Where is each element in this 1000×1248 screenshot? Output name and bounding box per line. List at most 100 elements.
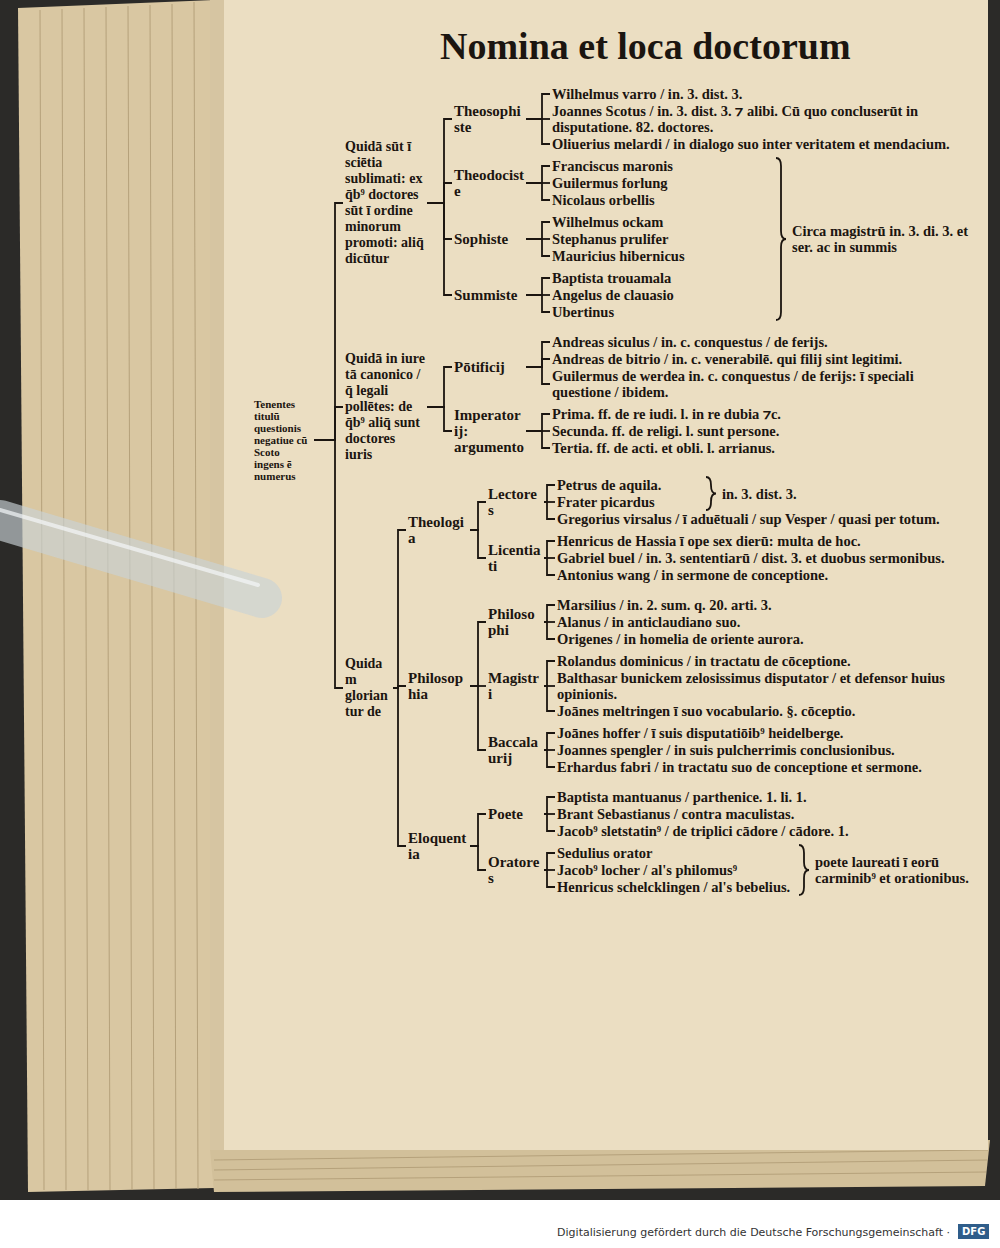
entry-text: Brant Sebastianus / contra maculistas. xyxy=(557,806,973,822)
bracket-connector xyxy=(393,688,406,846)
bracket-connector xyxy=(427,407,452,431)
bracket-connector xyxy=(544,485,555,502)
bracket-connector xyxy=(544,750,555,767)
bracket-connector xyxy=(427,367,452,407)
entry-text: Secunda. ff. de religi. l. sunt persone. xyxy=(552,423,973,439)
doctor-entry: Guilermus de werdea in. c. conquestus / … xyxy=(550,368,975,400)
entry-text: Erhardus fabri / in tractatu suo de conc… xyxy=(557,759,973,775)
doctor-entry: Nicolaus orbellis xyxy=(550,192,765,208)
bracket-connector xyxy=(526,239,550,256)
category-label: Lectores xyxy=(486,486,544,518)
doctor-entry: Wilhelmus varro / in. 3. dist. 3. xyxy=(550,86,975,102)
entry-text: Theologia xyxy=(408,514,468,546)
footer-band xyxy=(0,1200,1000,1248)
bracket-connector xyxy=(470,814,486,846)
entry-text: Balthasar bunickem zelosissimus disputat… xyxy=(557,670,973,702)
entry-text: Magistri xyxy=(488,670,542,702)
bracket-connector xyxy=(544,853,555,870)
entry-text: Baccalaurij xyxy=(488,734,542,766)
bracket-connector xyxy=(427,183,452,203)
bracket-connector xyxy=(526,278,550,295)
entry-text: Joannes spengler / in suis pulcherrimis … xyxy=(557,742,973,758)
entry-text: Origenes / in homelia de oriente aurora. xyxy=(557,631,973,647)
bracket-connector xyxy=(526,222,550,239)
entry-text: Quidam gloriantur de xyxy=(345,656,391,720)
page-edges xyxy=(40,2,198,1190)
bracket-connector xyxy=(470,846,486,870)
doctor-entry: Joannes spengler / in suis pulcherrimis … xyxy=(555,742,975,758)
bracket-connector xyxy=(544,814,555,831)
entry-text: Licentiati xyxy=(488,542,542,574)
bracket-connector xyxy=(544,661,555,686)
entry-text: Jacob⁹ sletstatin⁹ / de triplici cādore … xyxy=(557,823,973,839)
entry-text: Joānes hoffer / ī suis disputatiōib⁹ hei… xyxy=(557,725,973,741)
brace-note: Circa magistrū in. 3. di. 3. et ser. ac … xyxy=(792,223,972,255)
entry-text: Baptista trouamala xyxy=(552,270,763,286)
rod-highlight xyxy=(0,510,258,585)
category-label: Licentiati xyxy=(486,542,544,574)
bracket-connector xyxy=(427,203,452,239)
doctor-entry: Jacob⁹ locher / al's philomus⁹ xyxy=(555,862,800,878)
entry-text: Prima. ff. de re iudi. l. in re dubia ⁊c… xyxy=(552,406,973,422)
entry-text: Quidā in iure tā canonico / q̄ legali po… xyxy=(345,351,425,463)
doctor-entry: Rolandus dominicus / in tractatu de cōce… xyxy=(555,653,975,669)
doctor-entry: Sedulius orator xyxy=(555,845,800,861)
doctor-entry: Petrus de aquila. xyxy=(555,477,705,493)
doctor-entry: Henricus de Hassia ī ope sex dierū: mult… xyxy=(555,533,975,549)
doctor-entry: Antonius wang / in sermone de conception… xyxy=(555,567,975,583)
entry-text: Ubertinus xyxy=(552,304,763,320)
category-label: Eloquentia xyxy=(406,830,470,862)
category-label: Imperatorij: argumento xyxy=(452,407,526,455)
doctor-entry: Gregorius virsalus / ī aduētuali / sup V… xyxy=(555,511,975,527)
bracket-connector xyxy=(544,605,555,622)
entry-text: Eloquentia xyxy=(408,830,468,862)
entry-text: Rolandus dominicus / in tractatu de cōce… xyxy=(557,653,973,669)
curly-brace xyxy=(776,158,786,320)
category-label: Quidam gloriantur de xyxy=(343,656,393,720)
entry-text: Poete xyxy=(488,806,542,822)
doctor-entry: Oliuerius melardi / in dialogo suo inter… xyxy=(550,136,975,152)
doctor-entry: Ubertinus xyxy=(550,304,765,320)
entry-text: Philosophia xyxy=(408,670,468,702)
bracket-connector xyxy=(526,119,550,144)
entry-text: Joannes Scotus / in. 3. dist. 3. ⁊ alibi… xyxy=(552,103,973,135)
page-edges-bottom xyxy=(214,1150,988,1180)
entry-text: Nicolaus orbellis xyxy=(552,192,763,208)
entry-text: Alanus / in anticlaudiano suo. xyxy=(557,614,973,630)
footer-credit: Digitalisierung gefördert durch die Deut… xyxy=(420,1226,950,1240)
entry-text: Joānes meltringen ī suo vocabulario. §. … xyxy=(557,703,973,719)
doctor-entry: Joannes Scotus / in. 3. dist. 3. ⁊ alibi… xyxy=(550,103,975,135)
bracket-connector xyxy=(314,407,343,440)
category-label: Baccalaurij xyxy=(486,734,544,766)
category-label: Theodociste xyxy=(452,167,526,199)
category-label: Philosophia xyxy=(406,670,470,702)
entry-text: Henricus de Hassia ī ope sex dierū: mult… xyxy=(557,533,973,549)
entry-text: Guilermus de werdea in. c. conquestus / … xyxy=(552,368,973,400)
category-label: Summiste xyxy=(452,287,526,303)
doctor-entry: Baptista mantuanus / parthenice. 1. li. … xyxy=(555,789,975,805)
doctor-entry: Origenes / in homelia de oriente aurora. xyxy=(555,631,975,647)
doctor-entry: Stephanus prulifer xyxy=(550,231,765,247)
doctor-entry: Joānes meltringen ī suo vocabulario. §. … xyxy=(555,703,975,719)
entry-text: Oliuerius melardi / in dialogo suo inter… xyxy=(552,136,973,152)
bracket-connector xyxy=(544,558,555,575)
doctor-entry: Baptista trouamala xyxy=(550,270,765,286)
page-title: Nomina et loca doctorum xyxy=(440,24,851,68)
category-label: Theologia xyxy=(406,514,470,546)
entry-text: Sedulius orator xyxy=(557,845,798,861)
category-label: Poete xyxy=(486,806,544,822)
doctor-entry: Andreas de bitrio / in. c. venerabilē. q… xyxy=(550,351,975,367)
doctor-entry: Franciscus maronis xyxy=(550,158,765,174)
bracket-connector xyxy=(314,440,343,688)
bracket-connector xyxy=(427,119,452,203)
doctor-entry: Andreas siculus / in. c. conquestus / de… xyxy=(550,334,975,350)
entry-text: Guilermus forlung xyxy=(552,175,763,191)
entry-text: Tertia. ff. de acti. et obli. l. arrianu… xyxy=(552,440,973,456)
bracket-connector xyxy=(526,342,550,367)
entry-text: Wilhelmus ockam xyxy=(552,214,763,230)
entry-text: Theosophiste xyxy=(454,103,524,135)
brace-note: poete laureati ī eorū carminib⁹ et orati… xyxy=(815,854,977,886)
doctor-entry: Secunda. ff. de religi. l. sunt persone. xyxy=(550,423,975,439)
doctor-entry: Erhardus fabri / in tractatu suo de conc… xyxy=(555,759,975,775)
